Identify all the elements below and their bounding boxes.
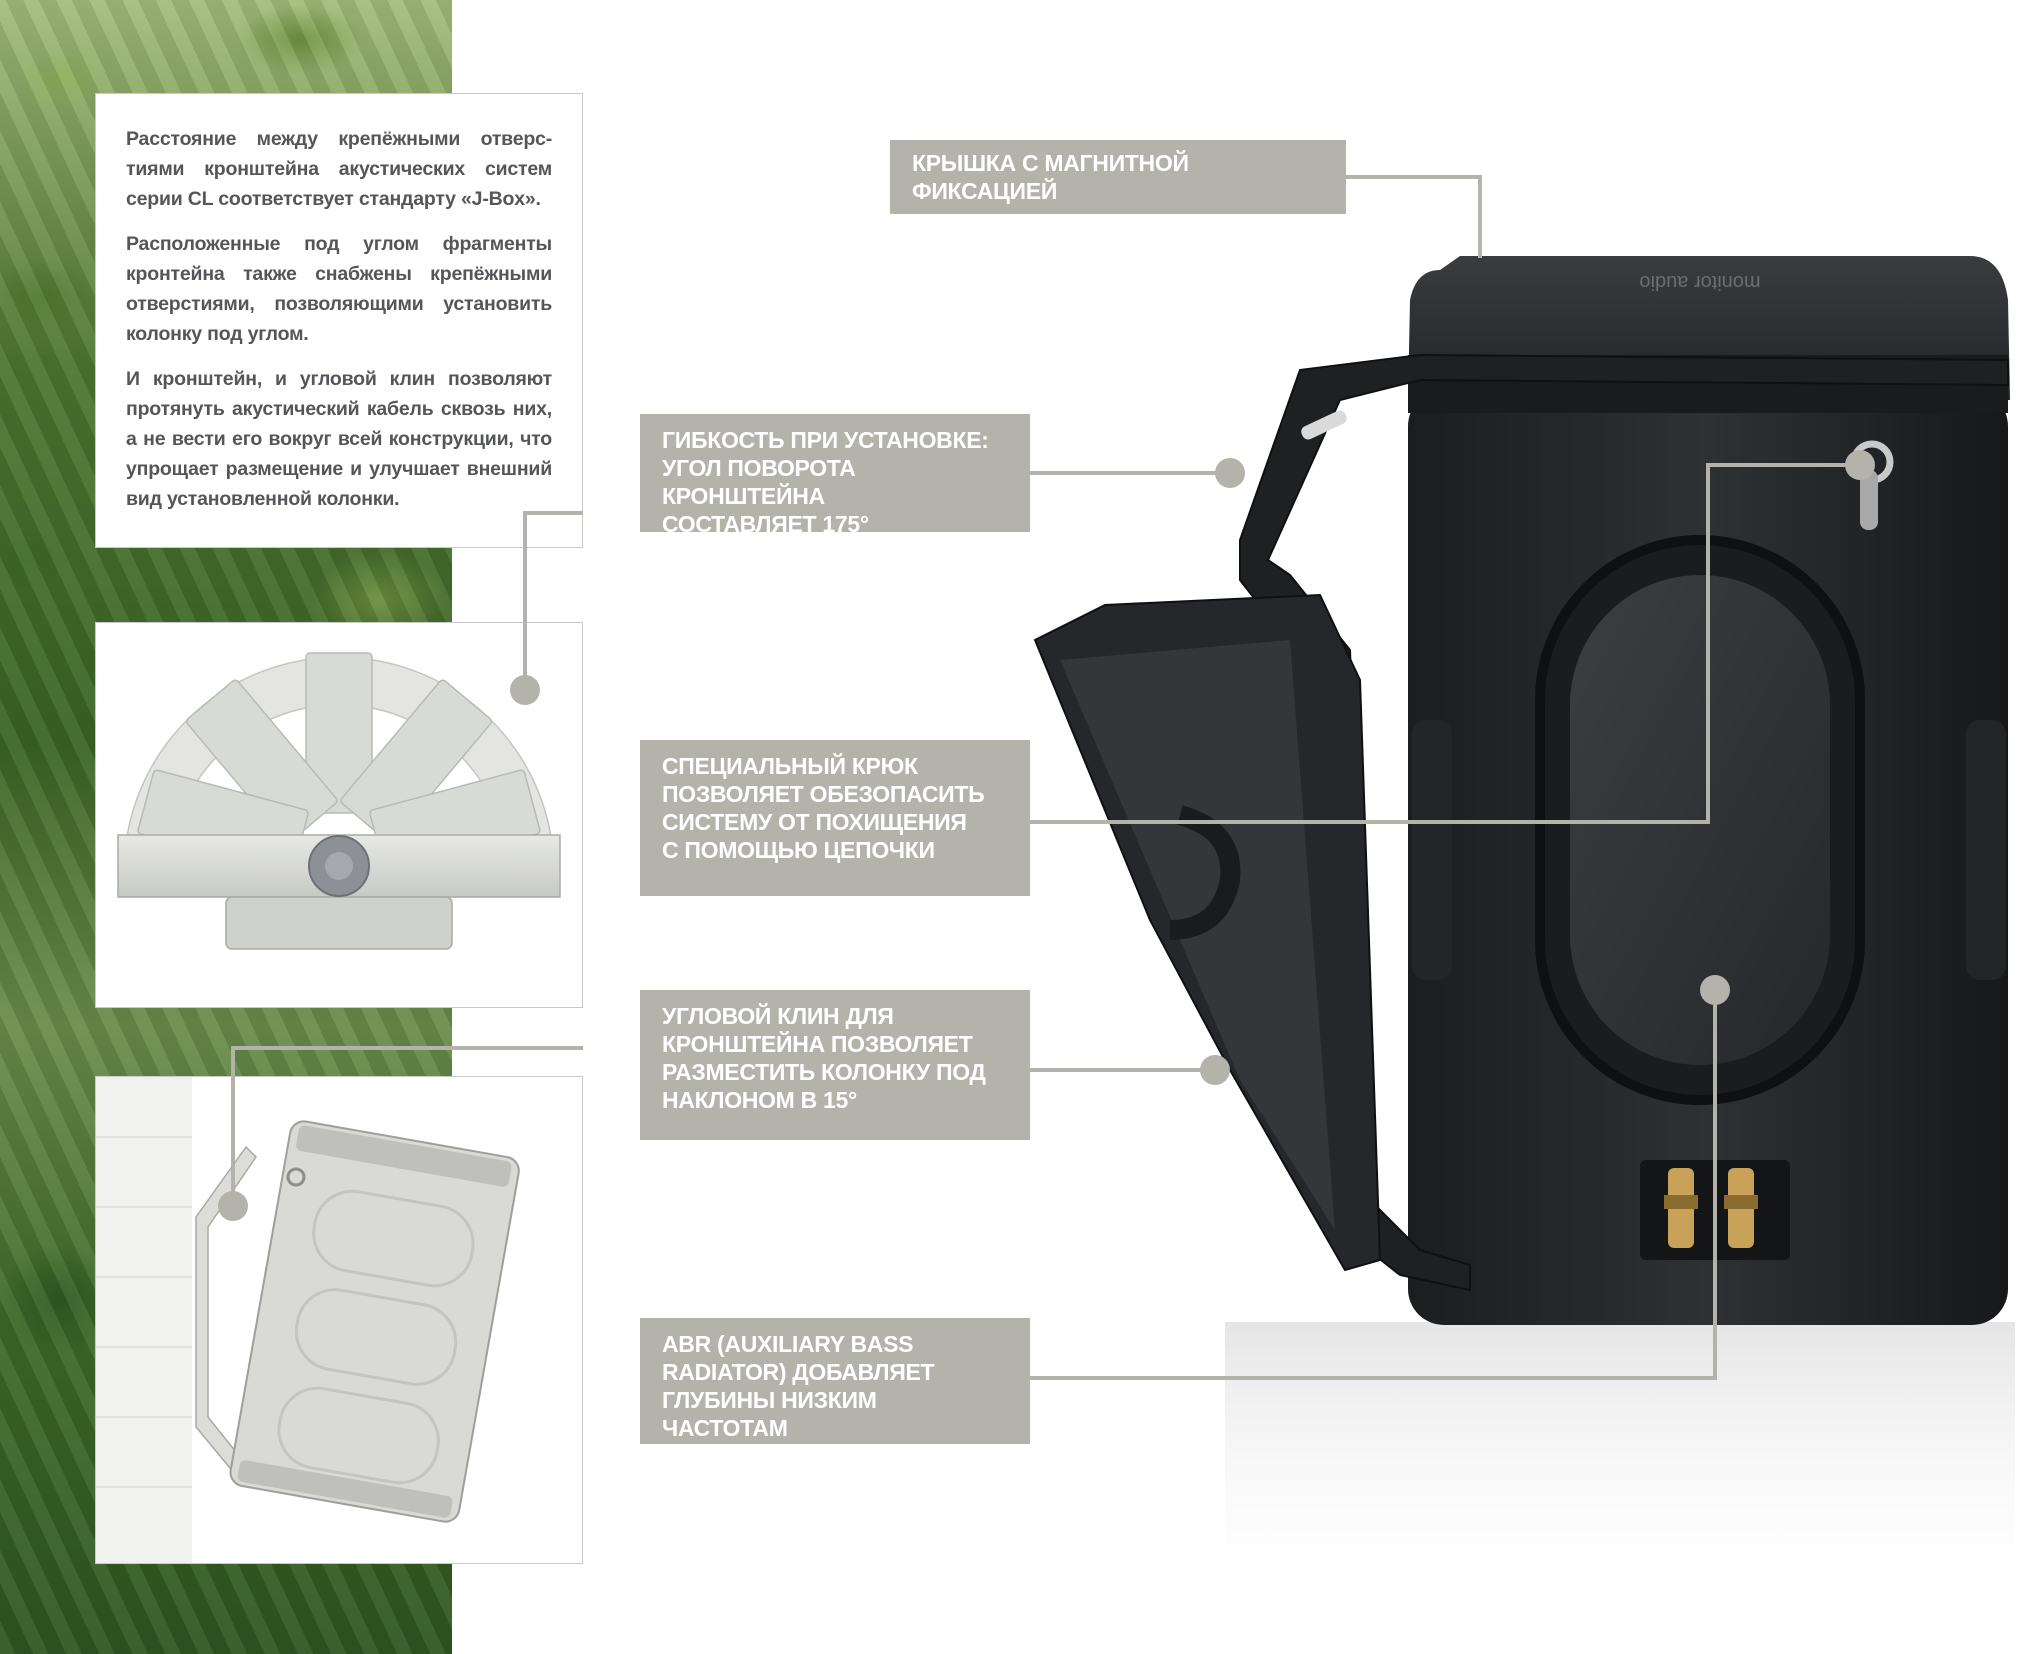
description-panel: Расстояние между крепёжными отверс-тиями… [95, 93, 583, 548]
brand-logo: monitor audio [1639, 271, 1760, 293]
bracket-rotation-illustration [117, 652, 561, 950]
callout-wedge-line-3: РАЗМЕСТИТЬ КОЛОНКУ ПОД [662, 1059, 986, 1085]
callout-flexibility-line-3: СОСТАВЛЯЕТ 175° [662, 511, 869, 537]
callout-security-hook: СПЕЦИАЛЬНЫЙ КРЮК ПОЗВОЛЯЕТ ОБЕЗОПАСИТЬ С… [640, 740, 1030, 896]
description-paragraph-3: И кронштейн, и угловой клин позволяют пр… [126, 368, 552, 510]
dot-wedge [1200, 1055, 1230, 1085]
callout-flexibility: ГИБКОСТЬ ПРИ УСТАНОВКЕ: УГОЛ ПОВОРОТА КР… [640, 414, 1030, 537]
dot-flexibility [1215, 458, 1245, 488]
callout-abr: ABR (AUXILIARY BASS RADIATOR) ДОБАВЛЯЕТ … [640, 1318, 1030, 1444]
wall-mounted-speaker-image [95, 1076, 583, 1564]
speaker-reflection [1225, 1322, 2015, 1622]
wall-mounted-speaker-illustration [96, 1077, 520, 1563]
callout-abr-line-2: RADIATOR) ДОБАВЛЯЕТ [662, 1359, 935, 1385]
magnetic-lid: monitor audio [1408, 256, 2010, 413]
callout-hook-line-1: СПЕЦИАЛЬНЫЙ КРЮК [662, 753, 918, 779]
description-paragraph-2: Расположенные под углом фрагменты кронте… [126, 233, 552, 345]
dot-abr [1700, 975, 1730, 1005]
callout-abr-line-3: ГЛУБИНЫ НИЗКИМ ЧАСТОТАМ [662, 1387, 877, 1441]
callout-hook-line-2: ПОЗВОЛЯЕТ ОБЕЗОПАСИТЬ [662, 781, 985, 807]
angled-wedge [1033, 593, 1382, 1272]
callout-flexibility-line-2: УГОЛ ПОВОРОТА КРОНШТЕЙНА [662, 455, 856, 509]
callout-wedge-line-4: НАКЛОНОМ В 15° [662, 1087, 857, 1113]
dot-hook [1845, 450, 1875, 480]
leader-abr [1030, 990, 1717, 1380]
leader-hook [1030, 463, 1860, 824]
description-paragraph-1: Расстояние между крепёжными отверс-тиями… [126, 128, 552, 210]
mounting-bracket [1239, 353, 2009, 1292]
bracket-rotation-image [95, 622, 583, 1008]
callout-magnetic-lid: КРЫШКА С МАГНИТНОЙ ФИКСАЦИЕЙ [890, 140, 1346, 214]
callout-hook-line-4: С ПОМОЩЬЮ ЦЕПОЧКИ [662, 837, 935, 863]
security-hook [1850, 440, 1894, 530]
callout-abr-line-1: ABR (AUXILIARY BASS [662, 1331, 914, 1357]
leader-lid [1346, 175, 1482, 258]
callout-hook-line-3: СИСТЕМУ ОТ ПОХИЩЕНИЯ [662, 809, 967, 835]
binding-posts [1640, 1160, 1790, 1260]
callout-wedge-line-2: КРОНШТЕЙНА ПОЗВОЛЯЕТ [662, 1031, 973, 1057]
speaker-body [1408, 390, 2008, 1325]
bass-radiator [1535, 535, 1865, 1105]
callout-flexibility-line-1: ГИБКОСТЬ ПРИ УСТАНОВКЕ: [662, 427, 989, 453]
callout-angled-wedge: УГЛОВОЙ КЛИН ДЛЯ КРОНШТЕЙНА ПОЗВОЛЯЕТ РА… [640, 990, 1030, 1140]
callout-lid-text: КРЫШКА С МАГНИТНОЙ ФИКСАЦИЕЙ [912, 150, 1189, 204]
callout-wedge-line-1: УГЛОВОЙ КЛИН ДЛЯ [662, 1003, 894, 1029]
